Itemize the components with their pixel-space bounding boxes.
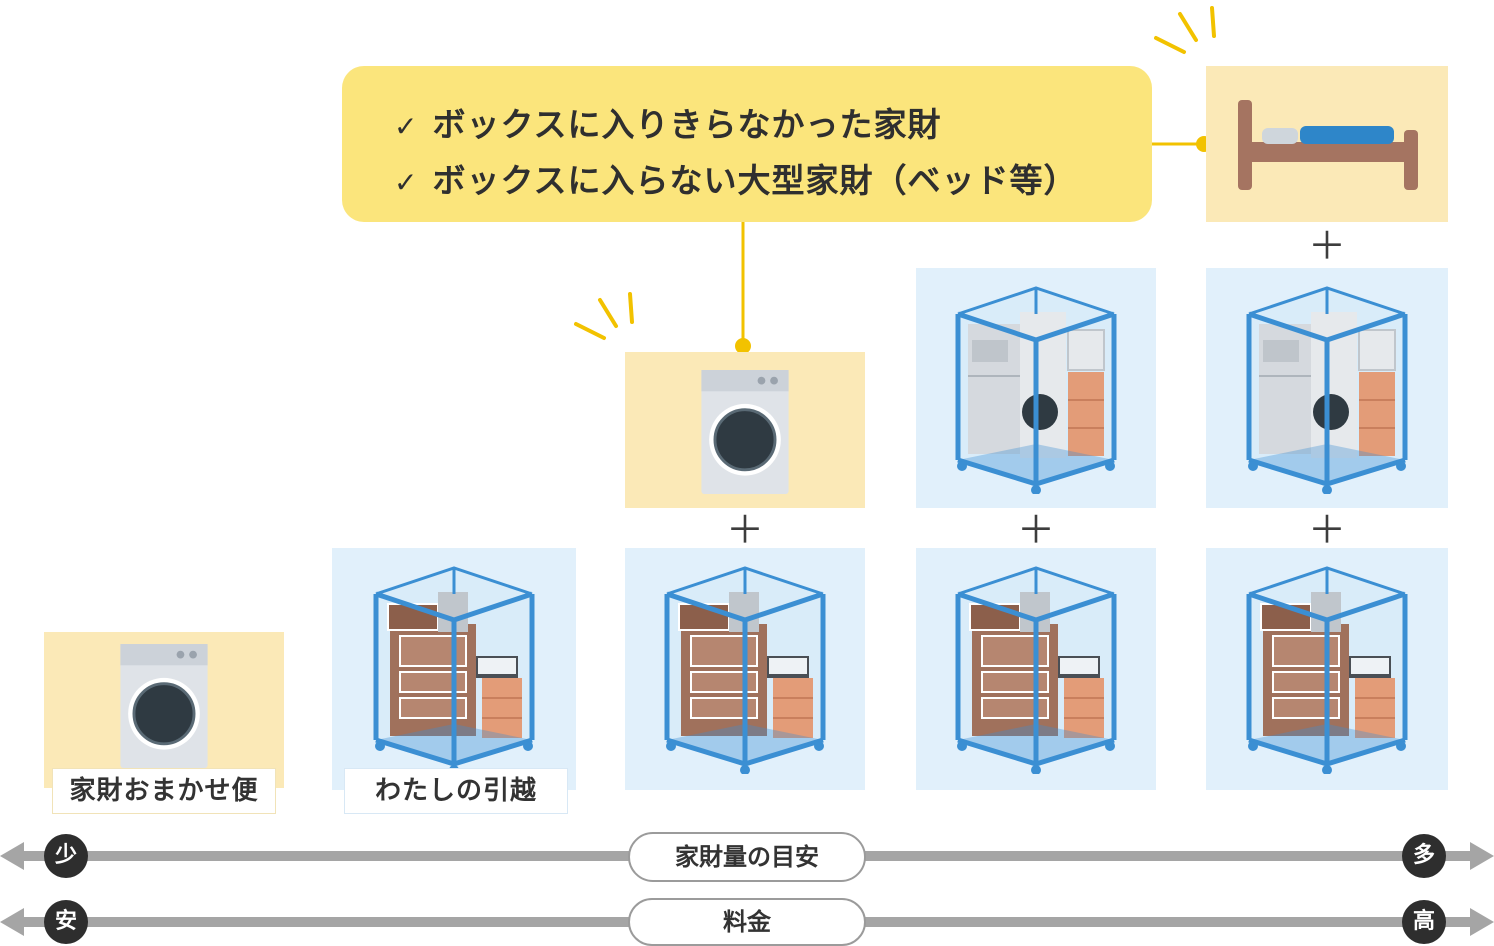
box-tile (1206, 268, 1448, 508)
cargo-box-appliances-icon (1239, 284, 1415, 494)
axis-label: 家財量の目安 (628, 832, 866, 882)
plan-label: わたしの引越 (344, 768, 568, 814)
callout-line-2: ✓ボックスに入らない大型家財（ベッド等） (394, 161, 1078, 200)
check-icon: ✓ (394, 110, 419, 143)
box-tile (916, 548, 1156, 790)
washer-tile (625, 352, 865, 508)
cargo-box-appliances-icon (948, 284, 1124, 494)
cargo-box-icon (948, 564, 1124, 774)
axis-marker-high: 多 (1402, 834, 1446, 878)
callout-line-1: ✓ボックスに入りきらなかった家財 (394, 105, 942, 144)
cargo-box-icon (1239, 564, 1415, 774)
callout-bubble: ✓ボックスに入りきらなかった家財 ✓ボックスに入らない大型家財（ベッド等） (342, 66, 1152, 222)
box-tile (332, 548, 576, 790)
plus-sign: ＋ (1307, 224, 1346, 268)
cargo-box-icon (366, 564, 542, 774)
plan-label: 家財おまかせ便 (52, 768, 276, 814)
washing-machine-icon (701, 370, 789, 494)
plus-sign: ＋ (1016, 508, 1055, 552)
plus-sign: ＋ (725, 508, 764, 552)
plus-sign: ＋ (1307, 508, 1346, 552)
box-tile (1206, 548, 1448, 790)
bed-icon (1238, 100, 1418, 190)
box-tile (625, 548, 865, 790)
axis-marker-low: 少 (44, 834, 88, 878)
washer-tile (44, 632, 284, 788)
axis-marker-high: 高 (1402, 900, 1446, 944)
cargo-box-icon (657, 564, 833, 774)
bed-tile (1206, 66, 1448, 222)
axis-marker-low: 安 (44, 900, 88, 944)
check-icon: ✓ (394, 166, 419, 199)
box-tile (916, 268, 1156, 508)
axis-label: 料金 (628, 898, 866, 946)
washing-machine-icon (120, 644, 208, 768)
